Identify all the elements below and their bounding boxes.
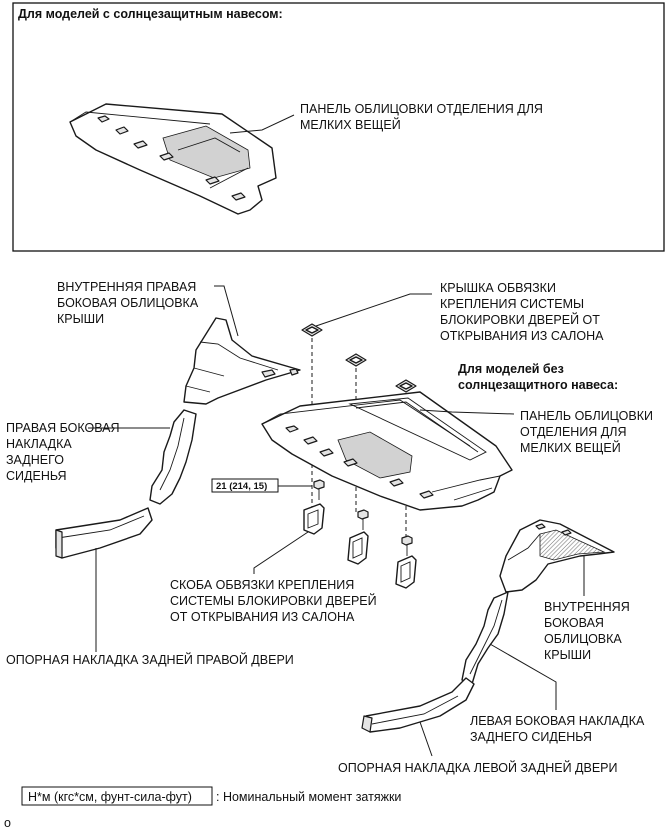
label-inner-right-line1: ВНУТРЕННЯЯ ПРАВАЯ	[57, 280, 196, 294]
label-right-side-line3: ЗАДНЕГО	[6, 453, 64, 467]
label-inner-left-line1: ВНУТРЕННЯЯ	[544, 600, 630, 614]
lower-package-tray-drawing	[261, 391, 513, 511]
right-door-scuff-plate	[55, 507, 153, 559]
label-left-side-line1: ЛЕВАЯ БОКОВАЯ НАКЛАДКА	[470, 714, 645, 728]
label-inner-left-line4: КРЫШИ	[544, 648, 591, 662]
inner-left-roof-trim	[499, 519, 615, 593]
top-tray-clips	[97, 115, 246, 201]
left-door-scuff-plate	[361, 677, 475, 733]
label-right-door: ОПОРНАЯ НАКЛАДКА ЗАДНЕЙ ПРАВОЙ ДВЕРИ	[6, 652, 294, 667]
label-cover-line4: ОТКРЫВАНИЯ ИЗ САЛОНА	[440, 329, 604, 343]
label-cover-line1: КРЫШКА ОБВЯЗКИ	[440, 281, 556, 295]
bolts	[313, 479, 413, 556]
label-panel2-line2: ОТДЕЛЕНИЯ ДЛЯ	[520, 425, 627, 439]
label-no-shade-line1: Для моделей без	[458, 362, 564, 376]
tether-covers	[301, 323, 417, 393]
label-no-shade-line2: солнцезащитного навеса:	[458, 378, 618, 392]
label-right-side-line1: ПРАВАЯ БОКОВАЯ	[6, 421, 120, 435]
label-cover-line3: БЛОКИРОВКИ ДВЕРЕЙ ОТ	[440, 312, 600, 327]
label-panel2-line1: ПАНЕЛЬ ОБЛИЦОВКИ	[520, 409, 653, 423]
footer-mark: o	[4, 816, 11, 830]
left-seat-side-cover	[461, 591, 509, 685]
label-inner-left-line3: ОБЛИЦОВКА	[544, 632, 622, 646]
legend-description: : Номинальный момент затяжки	[216, 790, 401, 804]
right-seat-side-cover	[149, 409, 197, 505]
label-right-side-line4: СИДЕНЬЯ	[6, 469, 67, 483]
sunshade-models-box: Для моделей с солнцезащитным навесом: ПА…	[12, 2, 665, 252]
label-bracket-line1: СКОБА ОБВЯЗКИ КРЕПЛЕНИЯ	[170, 578, 354, 592]
label-inner-left-line2: БОКОВАЯ	[544, 616, 604, 630]
box-header: Для моделей с солнцезащитным навесом:	[18, 7, 283, 21]
top-package-tray-drawing	[69, 103, 277, 215]
legend-unit: Н*м (кгс*см, фунт-сила-фут)	[28, 790, 192, 804]
label-left-door: ОПОРНАЯ НАКЛАДКА ЛЕВОЙ ЗАДНЕЙ ДВЕРИ	[338, 760, 618, 775]
torque-legend: Н*м (кгс*см, фунт-сила-фут) : Номинальны…	[21, 786, 401, 806]
lower-tray-clips	[285, 425, 434, 499]
label-panel2-line3: МЕЛКИХ ВЕЩЕЙ	[520, 440, 621, 455]
label-bracket-line3: ОТ ОТКРЫВАНИЯ ИЗ САЛОНА	[170, 610, 355, 624]
label-left-side-line2: ЗАДНЕГО СИДЕНЬЯ	[470, 730, 592, 744]
label-top-panel-line1: ПАНЕЛЬ ОБЛИЦОВКИ ОТДЕЛЕНИЯ ДЛЯ	[300, 102, 543, 116]
label-inner-right-line2: БОКОВАЯ ОБЛИЦОВКА	[57, 296, 199, 310]
torque-value: 21 (214, 15)	[216, 481, 267, 492]
torque-callout: 21 (214, 15)	[211, 478, 312, 493]
label-cover-line2: КРЕПЛЕНИЯ СИСТЕМЫ	[440, 297, 584, 311]
label-top-panel-line2: МЕЛКИХ ВЕЩЕЙ	[300, 117, 401, 132]
label-inner-right-line3: КРЫШИ	[57, 312, 104, 326]
inner-right-roof-trim	[183, 317, 301, 405]
label-bracket-line2: СИСТЕМЫ БЛОКИРОВКИ ДВЕРЕЙ	[170, 593, 377, 608]
label-right-side-line2: НАКЛАДКА	[6, 437, 72, 451]
tether-brackets	[303, 503, 417, 589]
